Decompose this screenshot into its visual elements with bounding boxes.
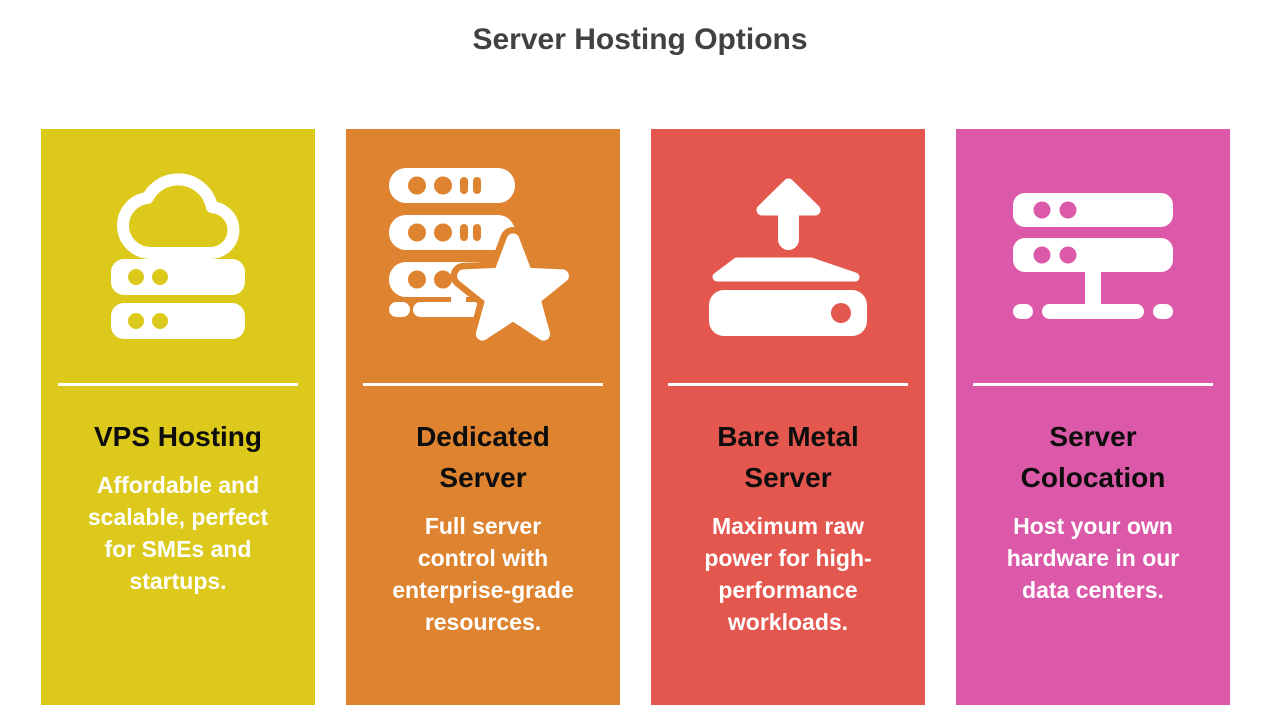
card-title: Server Colocation (1020, 421, 1166, 493)
card-description: Affordable and scalable, perfect for SME… (87, 472, 269, 594)
card-divider (973, 383, 1213, 386)
card-divider (58, 383, 298, 386)
server-rack-stand-icon (1013, 193, 1173, 319)
infographic-page: Server Hosting Options VPS Hosting (0, 22, 1280, 716)
card-icon-area (956, 129, 1230, 383)
card-vps-hosting: VPS Hosting Affordable and scalable, per… (41, 129, 315, 705)
card-row: VPS Hosting Affordable and scalable, per… (0, 129, 1280, 705)
card-title: Dedicated Server (416, 421, 550, 493)
card-icon-area (346, 129, 620, 383)
card-description: Host your own hardware in our data cente… (1006, 513, 1180, 603)
card-bare-metal-server: Bare Metal Server Maximum raw power for … (651, 129, 925, 705)
card-divider (363, 383, 603, 386)
upload-server-box-icon (709, 178, 867, 336)
server-stack-star-icon (389, 168, 576, 344)
card-description: Full server control with enterprise-grad… (392, 513, 574, 635)
card-dedicated-server: Dedicated Server Full server control wit… (346, 129, 620, 705)
card-server-colocation: Server Colocation Host your own hardware… (956, 129, 1230, 705)
card-title: Bare Metal Server (717, 421, 859, 493)
cloud-server-icon (111, 173, 245, 339)
card-divider (668, 383, 908, 386)
card-title: VPS Hosting (93, 421, 262, 452)
page-title: Server Hosting Options (472, 23, 808, 56)
card-icon-area (41, 129, 315, 383)
card-icon-area (651, 129, 925, 383)
card-description: Maximum raw power for high- performance … (704, 513, 872, 635)
